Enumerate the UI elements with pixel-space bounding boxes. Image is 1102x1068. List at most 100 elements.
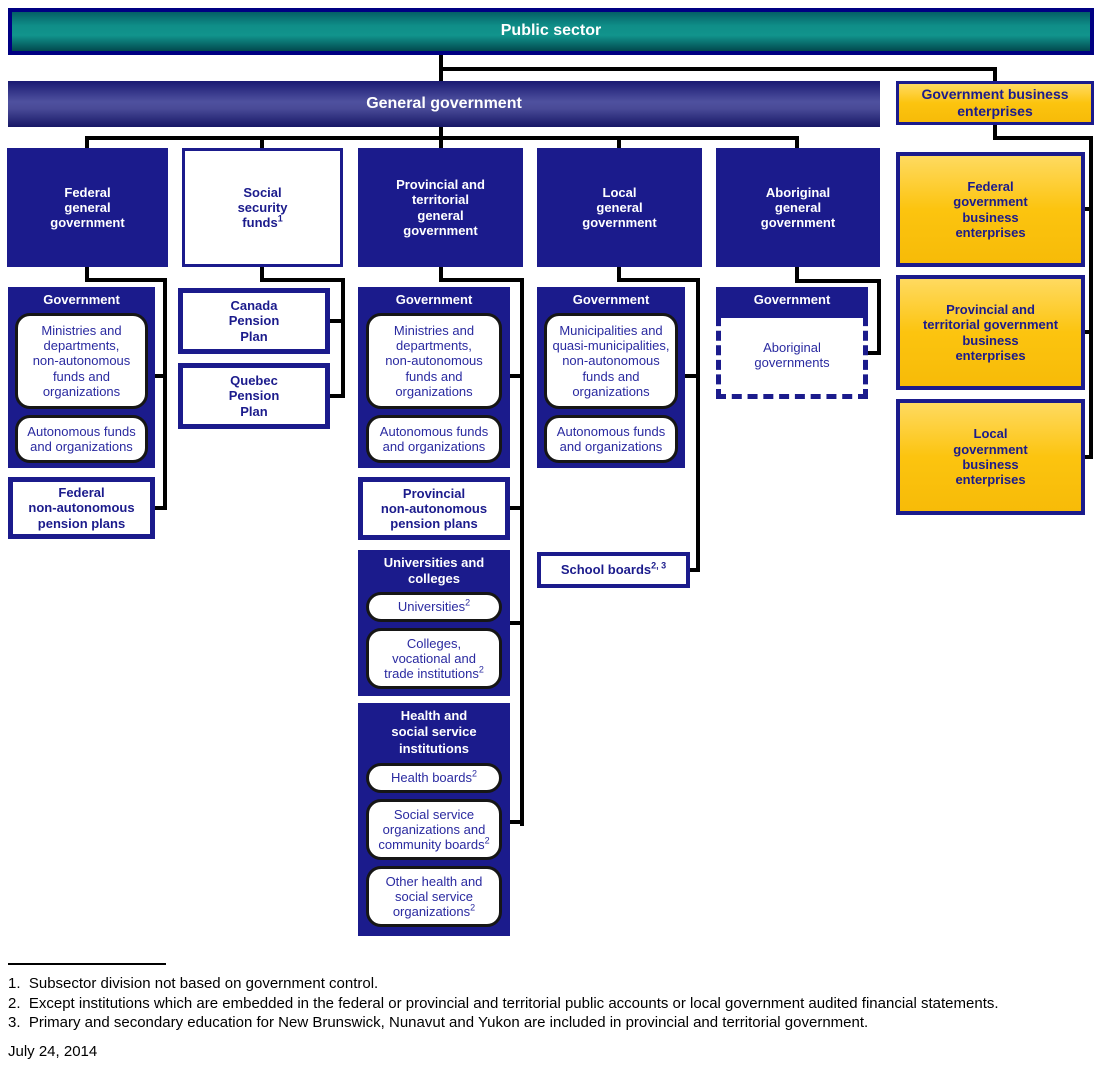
- connector: [260, 136, 264, 148]
- connector: [1085, 455, 1093, 459]
- ptgbe-label: Provincial and territorial government bu…: [922, 301, 1059, 363]
- footnote-marker: 2: [470, 902, 476, 913]
- connector: [1089, 136, 1093, 459]
- connector: [508, 374, 520, 378]
- connector: [993, 136, 1093, 140]
- connector: [260, 267, 264, 282]
- chip-federal-ministries-departments: Ministries and departments, non-autonomo…: [15, 313, 148, 409]
- connector: [993, 67, 997, 81]
- box-aboriginal-general-government: Aboriginal general government: [716, 148, 880, 267]
- chip-label: Autonomous funds and organizations: [379, 423, 489, 454]
- connector: [163, 278, 167, 510]
- chip-municipalities: Municipalities and quasi-municipalities,…: [544, 313, 678, 409]
- connector: [877, 279, 881, 355]
- chip-label: Autonomous funds and organizations: [556, 423, 666, 454]
- fgbe-label: Federal government business enterprises: [953, 178, 1028, 240]
- connector: [1085, 207, 1093, 211]
- chip-label: Ministries and departments, non-autonomo…: [385, 322, 483, 399]
- chip-colleges-vocational-trade: Colleges, vocational and trade instituti…: [366, 628, 502, 689]
- chip-label: Other health and social service organiza…: [385, 873, 483, 920]
- chip-label: Colleges, vocational and trade instituti…: [384, 635, 484, 682]
- group-header-government: Government: [572, 292, 650, 307]
- footnote-1: 1. Subsector division not based on gover…: [8, 975, 379, 992]
- chip-label: Municipalities and quasi-municipalities,…: [552, 322, 670, 399]
- connector: [617, 136, 621, 148]
- box-social-security-funds: Social security funds1: [182, 148, 343, 267]
- group-header-health: Health and social service institutions: [391, 708, 477, 756]
- chip-provincial-ministries-departments: Ministries and departments, non-autonomo…: [366, 313, 502, 409]
- connector: [85, 136, 89, 148]
- government-business-enterprises-banner: Government business enterprises: [896, 81, 1094, 125]
- box-provincial-territorial-general-government: Provincial and territorial general gover…: [358, 148, 523, 267]
- connector: [260, 278, 345, 282]
- group-header-government: Government: [43, 292, 120, 307]
- footnote-divider: [8, 963, 166, 965]
- connector: [330, 394, 341, 398]
- connector: [85, 267, 89, 282]
- group-header-government: Government: [716, 287, 868, 318]
- group-federal-government: Government Ministries and departments, n…: [8, 287, 155, 468]
- connector: [993, 125, 997, 140]
- date-label: July 24, 2014: [8, 1043, 98, 1060]
- general-government-banner: General government: [8, 81, 880, 127]
- school-boards-label: School boards2, 3: [560, 561, 667, 578]
- connector: [1085, 330, 1093, 334]
- canada-pension-plan-label: Canada Pension Plan: [228, 298, 280, 344]
- footnote-marker: 2: [471, 769, 477, 779]
- group-local-government: Government Municipalities and quasi-muni…: [537, 287, 685, 468]
- public-sector-banner: Public sector: [8, 8, 1094, 55]
- general-government-label: General government: [366, 94, 522, 112]
- gbe-label: Government business enterprises: [921, 86, 1069, 119]
- public-sector-label: Public sector: [500, 22, 602, 40]
- connector: [508, 820, 520, 824]
- connector: [795, 279, 881, 283]
- box-quebec-pension-plan: Quebec Pension Plan: [178, 363, 330, 429]
- footnote-3: 3. Primary and secondary education for N…: [8, 1014, 869, 1031]
- footnote-marker: 2, 3: [651, 561, 667, 571]
- connector: [795, 267, 799, 283]
- box-federal-non-autonomous-pension-plans: Federal non-autonomous pension plans: [8, 477, 155, 539]
- chip-local-autonomous-funds: Autonomous funds and organizations: [544, 415, 678, 463]
- footnote-2: 2. Except institutions which are embedde…: [8, 995, 999, 1012]
- box-school-boards: School boards2, 3: [537, 552, 690, 588]
- connector: [520, 278, 524, 826]
- footnote-marker: 2: [478, 664, 484, 675]
- chip-label: Universities2: [397, 598, 471, 615]
- connector: [688, 568, 696, 572]
- footnote-marker: 1: [277, 213, 283, 224]
- box-federal-general-government: Federal general government: [7, 148, 168, 267]
- connector: [696, 278, 700, 572]
- quebec-pension-plan-label: Quebec Pension Plan: [228, 373, 280, 419]
- connector: [439, 267, 443, 282]
- connector: [439, 278, 524, 282]
- connector: [439, 127, 443, 140]
- box-provincial-non-autonomous-pension-plans: Provincial non-autonomous pension plans: [358, 477, 510, 540]
- connector: [617, 278, 700, 282]
- connector: [85, 278, 167, 282]
- local-general-government-label: Local general government: [582, 184, 657, 231]
- chip-health-boards: Health boards2: [366, 763, 502, 793]
- connector: [508, 506, 520, 510]
- group-header-government: Government: [395, 292, 473, 307]
- box-local-general-government: Local general government: [537, 148, 702, 267]
- connector: [508, 621, 520, 625]
- provincial-pension-label: Provincial non-autonomous pension plans: [380, 485, 488, 532]
- lgbe-label: Local government business enterprises: [953, 426, 1028, 488]
- aboriginal-governments-label: Aboriginal governments: [754, 339, 830, 370]
- box-provincial-territorial-government-business-enterprises: Provincial and territorial government bu…: [896, 275, 1085, 390]
- connector: [439, 67, 997, 71]
- chip-label: Health boards2: [391, 769, 477, 786]
- footnote-marker: 2: [465, 598, 471, 608]
- chip-label: Ministries and departments, non-autonomo…: [32, 322, 131, 399]
- federal-general-government-label: Federal general government: [50, 184, 125, 231]
- footnote-marker: 2: [484, 835, 490, 846]
- connector: [866, 351, 877, 355]
- group-universities-and-colleges: Universities and colleges Universities2 …: [358, 550, 510, 696]
- connector: [617, 267, 621, 282]
- connector: [152, 374, 163, 378]
- chip-label: Autonomous funds and organizations: [27, 423, 136, 454]
- federal-pension-label: Federal non-autonomous pension plans: [28, 485, 135, 531]
- box-federal-government-business-enterprises: Federal government business enterprises: [896, 152, 1085, 267]
- box-local-government-business-enterprises: Local government business enterprises: [896, 399, 1085, 515]
